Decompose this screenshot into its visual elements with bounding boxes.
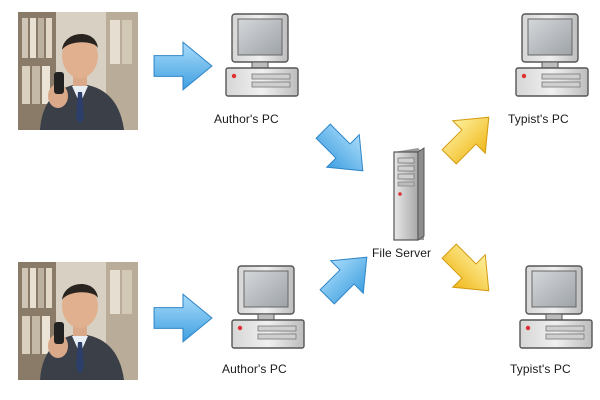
file-server <box>388 146 428 242</box>
person-dictating-icon <box>18 12 138 130</box>
tower-server-icon <box>388 146 428 242</box>
desktop-computer-icon <box>516 264 596 354</box>
author-photo-top <box>18 12 138 130</box>
author-photo-bottom <box>18 262 138 380</box>
arrow-server-to-typist-pc-top <box>438 106 500 168</box>
person-dictating-icon <box>18 262 138 380</box>
author-pc-top <box>222 12 308 108</box>
author-pc-top-label: Author's PC <box>214 112 279 126</box>
arrow-photo-to-author-pc-top <box>152 40 214 92</box>
author-pc-bottom-label: Author's PC <box>222 362 287 376</box>
arrow-photo-to-author-pc-bottom <box>152 292 214 344</box>
desktop-computer-icon <box>228 264 308 354</box>
arrow-author-pc-top-to-server <box>312 120 374 182</box>
desktop-computer-icon <box>512 12 592 102</box>
typist-pc-top <box>512 12 598 108</box>
desktop-computer-icon <box>222 12 302 102</box>
typist-pc-bottom <box>516 264 600 360</box>
arrow-server-to-typist-pc-bottom <box>438 240 500 302</box>
typist-pc-top-label: Typist's PC <box>508 112 569 126</box>
arrow-author-pc-bottom-to-server <box>316 246 378 308</box>
file-server-label: File Server <box>372 246 432 260</box>
typist-pc-bottom-label: Typist's PC <box>510 362 571 376</box>
author-pc-bottom <box>228 264 314 360</box>
